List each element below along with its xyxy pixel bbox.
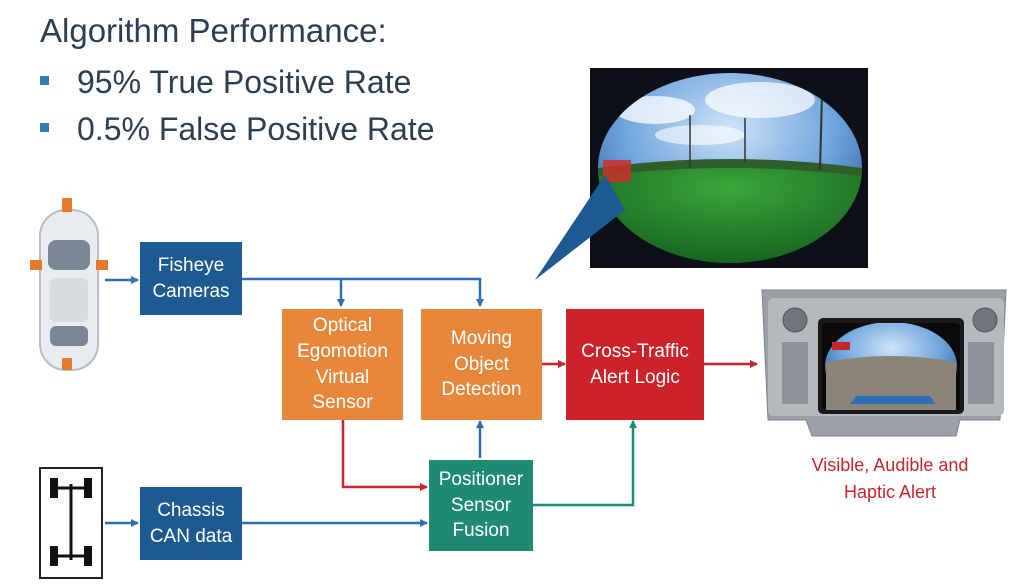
flow-arrows (105, 276, 758, 527)
bullet-text: 95% True Positive Rate (77, 64, 412, 100)
optical-egomotion-block: Optical Egomotion Virtual Sensor (282, 309, 403, 420)
fisheye-camera-image (590, 68, 868, 268)
bullet-text: 0.5% False Positive Rate (77, 111, 435, 147)
moving-object-detection-block: Moving Object Detection (421, 309, 542, 420)
dashboard-display-image (761, 289, 1007, 437)
bullet-false-positive: 0.5% False Positive Rate (40, 111, 435, 148)
bullet-marker (40, 76, 49, 86)
chassis-can-data-block: Chassis CAN data (140, 487, 242, 560)
chassis-icon (39, 467, 103, 579)
bullet-marker (40, 123, 49, 133)
positioner-sensor-fusion-block: Positioner Sensor Fusion (429, 460, 533, 551)
fisheye-cameras-block: Fisheye Cameras (140, 242, 242, 315)
cross-traffic-alert-block: Cross-Traffic Alert Logic (566, 309, 704, 420)
car-top-view-icon (30, 198, 108, 371)
bullet-true-positive: 95% True Positive Rate (40, 64, 411, 101)
slide-title: Algorithm Performance: (40, 12, 387, 49)
callout-pointer (535, 175, 625, 280)
alert-caption: Visible, Audible and Haptic Alert (811, 455, 969, 502)
